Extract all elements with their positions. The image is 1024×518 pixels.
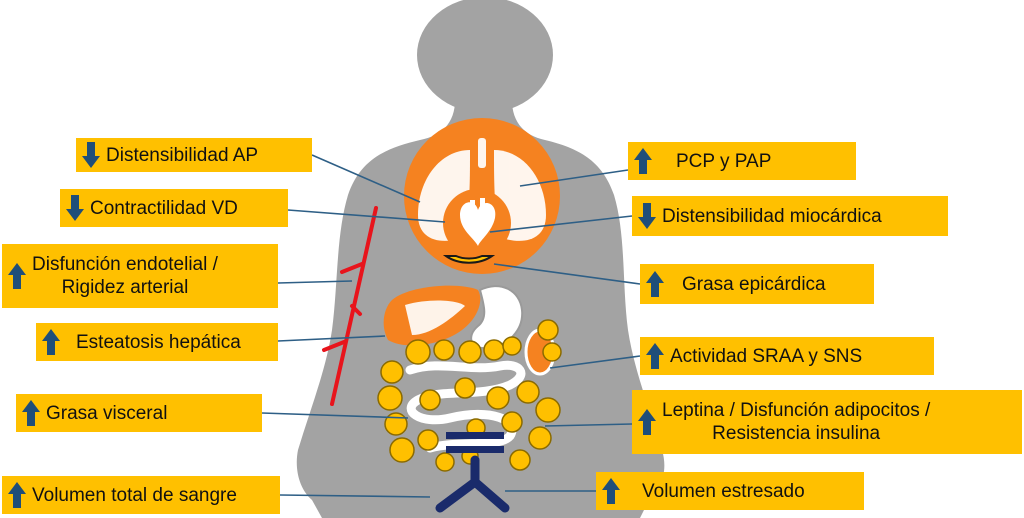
label-line-2: Rigidez arterial (61, 277, 189, 298)
intestines-icon (405, 360, 526, 453)
label-grasa-epicardica: Grasa epicárdica (640, 264, 874, 304)
leader-lines (261, 154, 641, 498)
down-arrow-icon (82, 142, 100, 168)
down-arrow-icon (638, 203, 656, 229)
down-arrow-icon (66, 195, 84, 221)
label-contractilidad-vd: Contractilidad VD (60, 189, 288, 227)
body-silhouette (296, 0, 665, 518)
up-arrow-icon (634, 148, 652, 174)
label-leptina: Leptina / Disfunción adipocitos / Resist… (632, 390, 1022, 454)
spine-icon (446, 432, 504, 453)
up-arrow-icon (602, 478, 620, 504)
heart-icon (460, 198, 496, 246)
up-arrow-icon (8, 482, 26, 508)
label-esteatosis: Esteatosis hepática (36, 323, 278, 361)
label-line-2: Resistencia insulina (712, 423, 881, 444)
label-line-1: Disfunción endotelial / (32, 254, 218, 275)
up-arrow-icon (22, 400, 40, 426)
label-distensibilidad-ap: Distensibilidad AP (76, 138, 312, 172)
label-line-1: Leptina / Disfunción adipocitos / (662, 400, 931, 421)
label-disfuncion-endotelial: Disfunción endotelial / Rigidez arterial (2, 244, 278, 308)
up-arrow-icon (638, 409, 656, 435)
label-volumen-estresado: Volumen estresado (596, 472, 864, 510)
label-grasa-visceral: Grasa visceral (16, 394, 262, 432)
artery-icon (322, 206, 378, 406)
label-volumen-total: Volumen total de sangre (2, 476, 280, 514)
vena-cava-icon (435, 455, 510, 513)
up-arrow-icon (646, 271, 664, 297)
label-pcp-pap: PCP y PAP (628, 142, 856, 180)
label-actividad-sraa: Actividad SRAA y SNS (640, 337, 934, 375)
up-arrow-icon (8, 263, 26, 289)
up-arrow-icon (646, 343, 664, 369)
epicardial-fat-icon (442, 255, 496, 264)
up-arrow-icon (42, 329, 60, 355)
label-distensibilidad-miocardica: Distensibilidad miocárdica (632, 196, 948, 236)
visceral-fat-icon (377, 319, 562, 472)
